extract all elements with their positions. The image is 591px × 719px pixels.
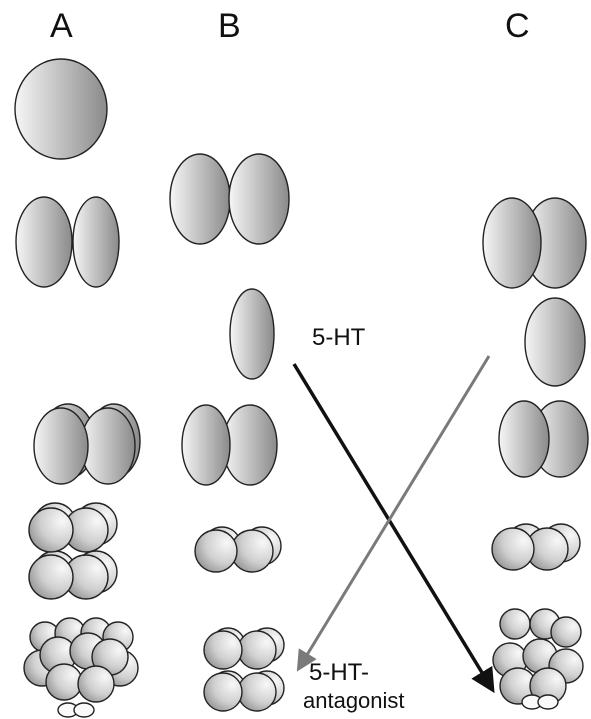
column-b-stage-isolated-blastomere [229, 288, 275, 380]
column-b-stage-2cell-later [181, 404, 278, 486]
antagonist-label-line1: 5-HT- [309, 659, 369, 686]
column-b-stage-8cell [203, 627, 285, 712]
antagonist-arrow [296, 355, 491, 672]
column-a-stage-2cell [15, 196, 120, 288]
column-b-stage-2cell [169, 153, 290, 245]
agonist-arrow [292, 363, 495, 694]
column-label-a: A [50, 7, 73, 45]
column-a-stage-1cell [14, 58, 108, 160]
agonist-label: 5-HT [312, 324, 366, 351]
column-label-c: C [505, 7, 530, 45]
column-label-b: B [218, 7, 241, 45]
column-c-stage-2cell-later [498, 400, 589, 478]
column-b-stage-4cell [194, 526, 282, 573]
column-a-stage-8cell [28, 502, 118, 600]
column-c-stage-4cell [491, 523, 581, 571]
column-c-stage-8cell [492, 608, 584, 710]
column-c-stage-isolated-blastomere [524, 297, 586, 387]
antagonist-label-line2: antagonist [303, 688, 405, 713]
column-c-stage-2cell [482, 197, 587, 289]
column-a-stage-4cell [33, 403, 141, 485]
column-a-stage-16cell [23, 617, 139, 718]
